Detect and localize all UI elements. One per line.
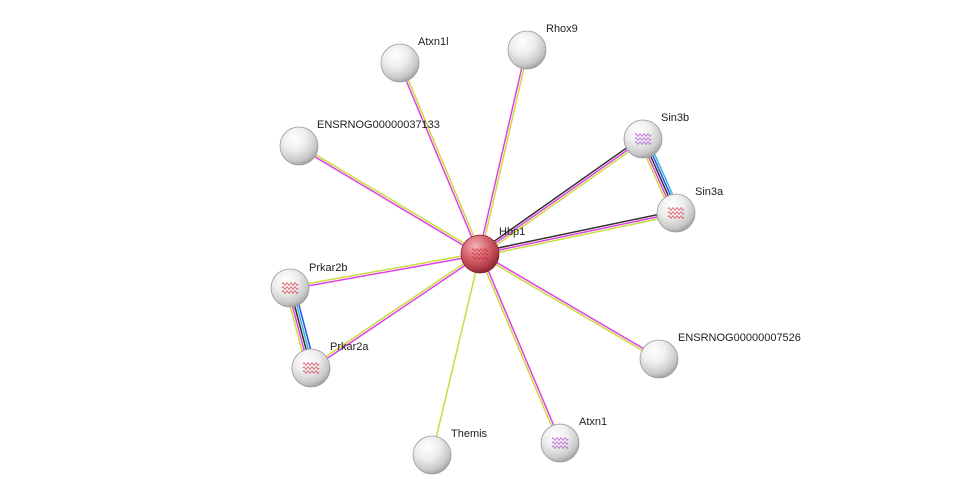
- edge-stroke-textmining: [480, 140, 645, 257]
- edge-stroke-textmining: [431, 253, 481, 456]
- edge-stroke-textmining: [289, 252, 480, 288]
- node-label: ENSRNOG00000037133: [317, 119, 440, 131]
- node-label: Prkar2a: [330, 341, 369, 353]
- edge-stroke-experiments: [311, 254, 482, 370]
- edge-stroke-experiments: [478, 49, 527, 254]
- edge-stroke-textmining: [479, 254, 659, 361]
- node-Prkar2a[interactable]: Prkar2a: [291, 341, 369, 388]
- edge-Hbp1-Prkar2a[interactable]: [309, 252, 482, 370]
- edge-stroke-experiments: [480, 253, 562, 443]
- node-label: Sin3b: [661, 112, 689, 124]
- node-Prkar2b[interactable]: Prkar2b: [270, 262, 348, 308]
- structure-icon: [667, 207, 685, 219]
- edge-stroke-textmining: [400, 62, 482, 254]
- edge-stroke-textmining: [480, 214, 677, 257]
- node-Sin3b[interactable]: Sin3b: [623, 112, 689, 159]
- node-ENSRNOG00000007526[interactable]: ENSRNOG00000007526: [639, 332, 801, 379]
- node-bubble: [380, 43, 420, 83]
- node-label: Rhox9: [546, 23, 578, 35]
- node-label: Themis: [451, 428, 488, 440]
- edge-Hbp1-Atxn1l[interactable]: [398, 62, 482, 255]
- node-label: ENSRNOG00000007526: [678, 332, 801, 344]
- node-bubble: [639, 339, 679, 379]
- edge-stroke-textmining: [309, 252, 480, 368]
- edge-stroke-coexpression: [478, 136, 643, 253]
- structure-icon: [551, 437, 569, 449]
- edge-Hbp1-Atxn1[interactable]: [478, 253, 562, 444]
- edge-stroke-experiments: [479, 138, 644, 255]
- node-Rhox9[interactable]: Rhox9: [507, 23, 578, 70]
- node-Themis[interactable]: Themis: [412, 428, 488, 475]
- edge-Hbp1-Themis[interactable]: [431, 253, 481, 456]
- node-label: Atxn1l: [418, 36, 449, 48]
- structure-icon: [302, 362, 320, 374]
- edge-stroke-experiments: [398, 63, 480, 255]
- edge-stroke-textmining: [299, 144, 481, 254]
- structure-icon: [471, 248, 489, 260]
- node-bubble: [507, 30, 547, 70]
- edge-stroke-coexpression: [479, 210, 676, 253]
- edge-stroke-textmining: [480, 50, 529, 255]
- edge-stroke-experiments: [480, 252, 660, 359]
- node-bubble: [412, 435, 452, 475]
- node-label: Sin3a: [695, 186, 724, 198]
- node-Atxn1[interactable]: Atxn1: [540, 416, 607, 463]
- node-Hbp1[interactable]: Hbp1: [460, 226, 525, 274]
- node-Atxn1l[interactable]: Atxn1l: [380, 36, 449, 83]
- edge-stroke-textmining: [478, 254, 560, 444]
- node-label: Prkar2b: [309, 262, 348, 274]
- node-ENSRNOG00000037133[interactable]: ENSRNOG00000037133: [279, 119, 440, 166]
- edge-Hbp1-Sin3a[interactable]: [479, 210, 677, 257]
- edge-Hbp1-ENSRNOG00000037133[interactable]: [298, 144, 481, 256]
- edge-Hbp1-ENSRNOG00000007526[interactable]: [479, 252, 660, 361]
- edge-Hbp1-Prkar2b[interactable]: [289, 252, 481, 290]
- edge-stroke-experiments: [298, 146, 480, 256]
- node-Sin3a[interactable]: Sin3a: [656, 186, 724, 233]
- edge-stroke-experiments: [290, 254, 481, 290]
- edge-stroke-experiments: [479, 212, 677, 255]
- structure-icon: [281, 282, 299, 294]
- edge-Hbp1-Sin3b[interactable]: [478, 136, 645, 257]
- node-bubble: [279, 126, 319, 166]
- edge-Hbp1-Rhox9[interactable]: [478, 49, 529, 255]
- structure-icon: [634, 133, 652, 145]
- node-label: Atxn1: [579, 416, 607, 428]
- node-label: Hbp1: [499, 226, 525, 238]
